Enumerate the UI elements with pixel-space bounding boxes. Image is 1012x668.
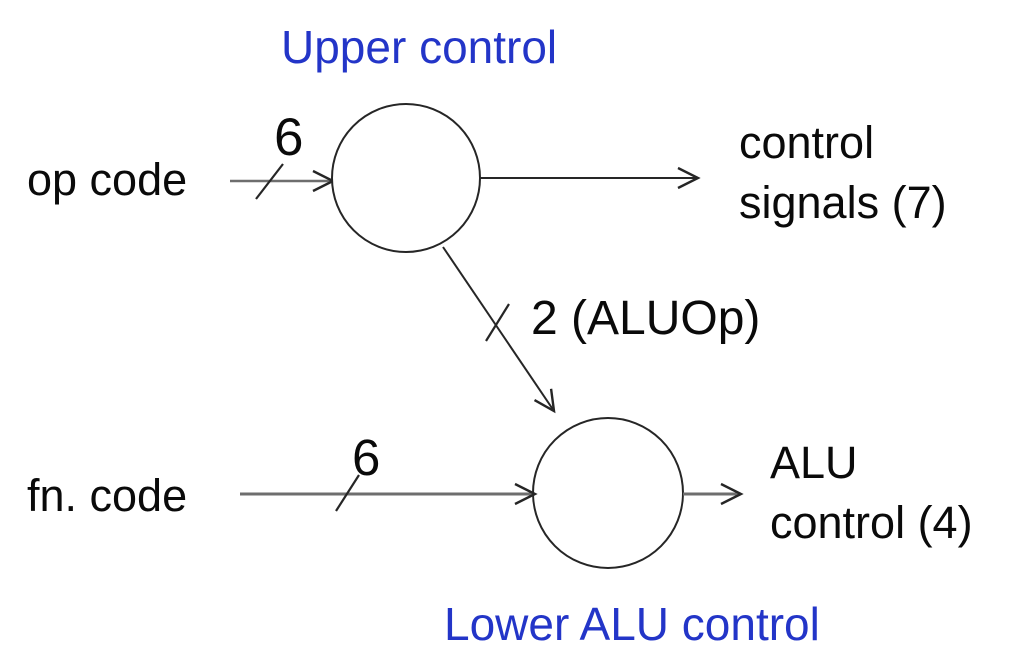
fn-code-bus-slash: [335, 474, 360, 512]
op-code-label: op code: [27, 154, 188, 205]
lower-control-label: Lower ALU control: [444, 598, 820, 650]
op-bus-width-label: 6: [274, 108, 304, 167]
control-signals-line2: signals (7): [739, 177, 947, 228]
aluop-bus-wire: [442, 246, 556, 414]
aluop-bus-label: 2 (ALUOp): [531, 292, 761, 345]
upper-control-label: Upper control: [281, 21, 558, 73]
op-code-bus-slash: [255, 163, 284, 200]
upper-control-node: [331, 103, 481, 253]
lower-alu-control-node: [532, 417, 684, 569]
control-signals-line1: control: [739, 117, 875, 168]
control-signals-label: control signals (7): [739, 113, 947, 233]
alu-control-line1: ALU: [770, 437, 858, 488]
alu-control-line2: control (4): [770, 497, 973, 548]
aluop-bus-slash: [485, 303, 510, 342]
fn-bus-width-label: 6: [352, 429, 381, 486]
fn-code-label: fn. code: [27, 470, 188, 521]
alu-control-label: ALU control (4): [770, 433, 973, 553]
